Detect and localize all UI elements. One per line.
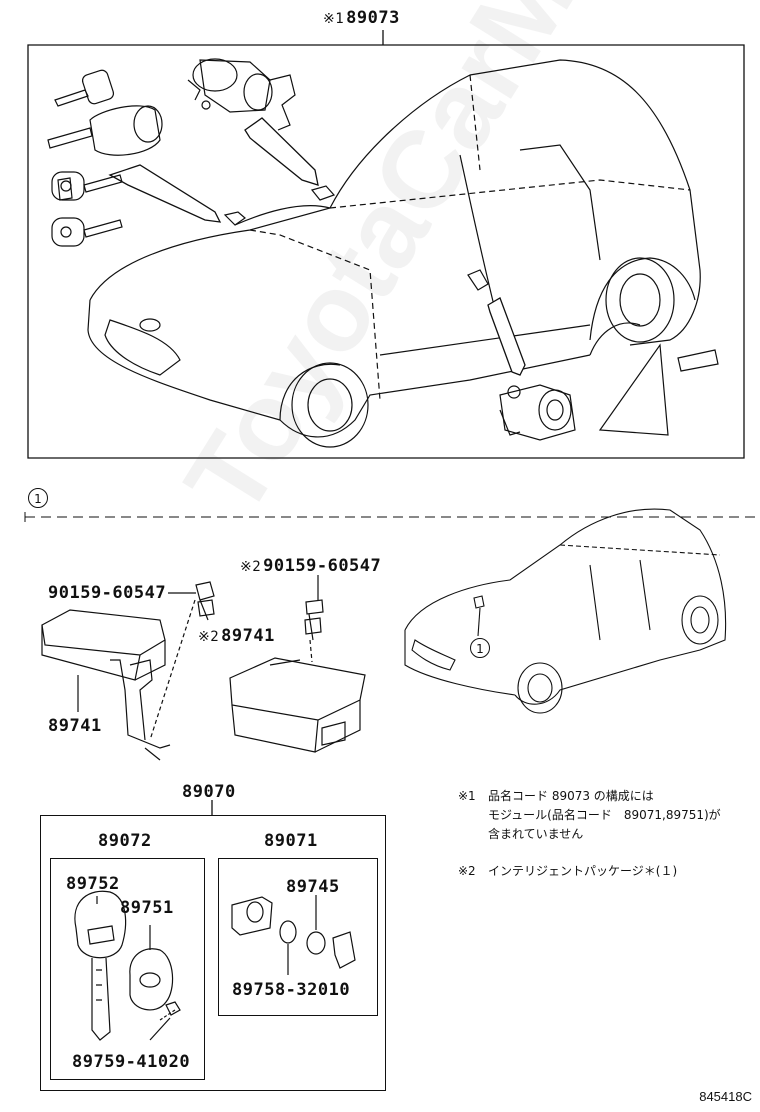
note-1-mark: ※1 <box>458 789 476 803</box>
figure-code: 845418C <box>699 1089 752 1104</box>
key-set-box <box>50 858 205 1080</box>
cylinder-top-drawing <box>188 59 295 130</box>
car-callout-marker: 1 <box>470 638 490 658</box>
section-marker: 1 <box>28 488 48 508</box>
ecu-right-part: 89741 <box>221 626 275 646</box>
note-2-line-1: インテリジェントパッケージ＊(１) <box>488 864 678 878</box>
keys-top-drawing <box>48 69 162 246</box>
car-small-drawing <box>405 509 726 713</box>
key-set-label: 89072 <box>98 831 152 851</box>
note-2: ※2 インテリジェントパッケージ＊(１) <box>458 862 677 881</box>
card-small <box>678 350 718 371</box>
top-frame <box>28 45 744 458</box>
note-1-line-2: モジュール(品名コード 89071,89751)が <box>488 808 721 822</box>
note-2-mark: ※2 <box>458 864 476 878</box>
top-assembly-mark: ※1 <box>323 11 345 27</box>
ecu-right-mark: ※2 <box>198 629 220 645</box>
bolt-right-drawing <box>305 575 323 640</box>
arrow-lines <box>110 118 525 375</box>
note-1-line-3: 含まれていません <box>488 827 584 841</box>
ecu-left-drawing <box>42 600 195 760</box>
receiver-set-label: 89071 <box>264 831 318 851</box>
receiver-set-box <box>218 858 378 1016</box>
bolt-right-part: 90159-60547 <box>263 556 382 576</box>
housing-label: 89745 <box>286 877 340 897</box>
top-assembly-part: 89073 <box>346 8 400 28</box>
door-lock-drawing <box>500 385 575 440</box>
battery-label: 89758-32010 <box>232 980 351 1000</box>
kit-box <box>40 815 386 1091</box>
bolt-right-mark: ※2 <box>240 559 262 575</box>
ecu-right-drawing <box>230 640 365 752</box>
kit-label: 89070 <box>182 782 236 802</box>
note-1-line-1: 品名コード 89073 の構成には <box>488 789 654 803</box>
bolt-left-drawing <box>168 582 214 620</box>
key-set-drawing <box>75 891 180 1040</box>
bolt-left-label: 90159-60547 <box>48 583 167 603</box>
transmitter-label: 89751 <box>120 898 174 918</box>
receiver-set-drawing <box>232 895 355 975</box>
card-triangle <box>600 345 668 435</box>
ecu-left-label: 89741 <box>48 716 102 736</box>
screw-label: 89759-41020 <box>72 1052 191 1072</box>
note-1: ※1 品名コード 89073 の構成には モジュール(品名コード 89071,89… <box>458 787 721 844</box>
key-blank-label: 89752 <box>66 874 120 894</box>
car-top-drawing <box>88 60 700 447</box>
